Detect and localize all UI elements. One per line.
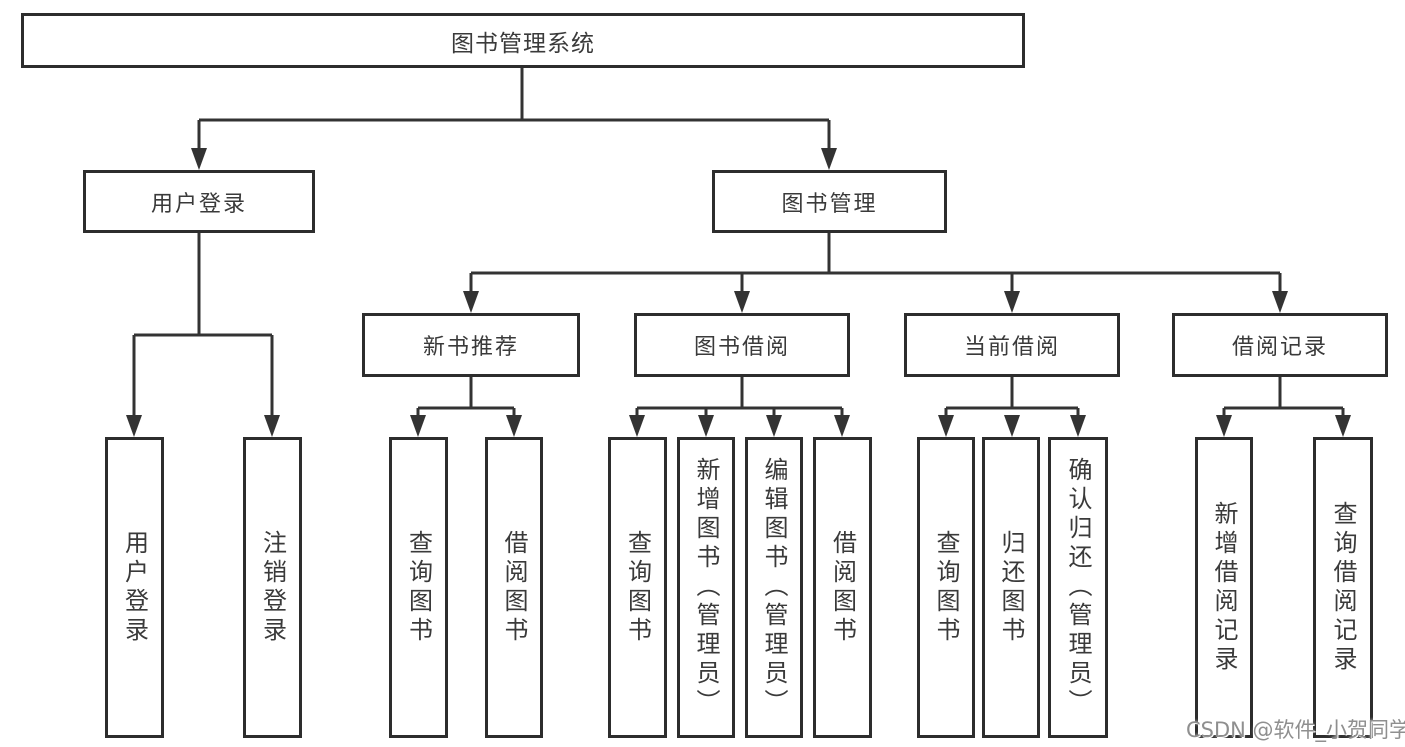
arrowheads <box>126 148 1351 437</box>
node-book-management: 图书管理 <box>712 170 947 233</box>
node-current-borrow: 当前借阅 <box>904 313 1120 377</box>
leaf-query-borrow-record: 查询借阅记录 <box>1313 437 1373 738</box>
leaf-confirm-return-admin: 确认归还（管理员） <box>1048 437 1108 738</box>
node-user-login-branch: 用户登录 <box>83 170 315 233</box>
leaf-current-query-books: 查询图书 <box>917 437 975 738</box>
node-new-book-recommend: 新书推荐 <box>362 313 580 377</box>
leaf-borrow-books: 借阅图书 <box>813 437 872 738</box>
leaf-recommend-query-books: 查询图书 <box>389 437 448 738</box>
leaf-return-books: 归还图书 <box>982 437 1040 738</box>
node-borrow-records: 借阅记录 <box>1172 313 1388 377</box>
leaf-user-login: 用户登录 <box>105 437 164 738</box>
leaf-add-books-admin: 新增图书（管理员） <box>677 437 735 738</box>
node-root-system: 图书管理系统 <box>21 13 1025 68</box>
leaf-edit-books-admin: 编辑图书（管理员） <box>745 437 803 738</box>
leaf-add-borrow-record: 新增借阅记录 <box>1195 437 1253 738</box>
csdn-watermark: CSDN @软件_小贺同学 <box>1186 718 1405 742</box>
leaf-borrow-query-books: 查询图书 <box>608 437 667 738</box>
leaf-recommend-borrow-books: 借阅图书 <box>485 437 543 738</box>
node-book-borrow: 图书借阅 <box>634 313 850 377</box>
leaf-logout: 注销登录 <box>243 437 302 738</box>
